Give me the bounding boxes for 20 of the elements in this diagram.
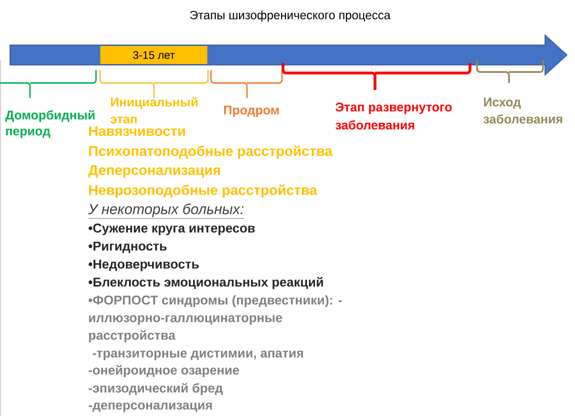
symptom-item: Навязчивости (89, 126, 185, 136)
bullet-item: •Блеклость эмоциональных реакций (88, 276, 323, 290)
list-item: -деперсонализация (88, 402, 212, 412)
symptom-item: Неврозоподобные расстройства (89, 184, 318, 198)
bullet-item: •Ригидность (88, 242, 167, 254)
bullet-item: •Сужение круга интересов (88, 224, 255, 236)
stage-label: Исход заболевания (484, 98, 562, 124)
stage-label: Продром (224, 106, 279, 117)
duration-box: 3-15 лет (100, 46, 208, 64)
bullet-item: •Недоверчивость (88, 260, 199, 272)
list-item: -онейроидное озарение (88, 364, 240, 378)
list-item: -транзиторные дистимии, апатия (92, 350, 303, 360)
symptom-item: Психопатоподобные расстройства (89, 145, 333, 159)
list-item: -эпизодический бред (88, 382, 223, 396)
symptom-item: Деперсонализация (88, 165, 220, 178)
stage-label: Инициальный этап (110, 97, 198, 124)
list-item: •ФОРПОСТ синдромы (предвестники): - иллюзорно-галлюцинаторные расстройства (88, 295, 342, 342)
subheading: У некоторых больных: (88, 203, 244, 219)
stage-label: Этап развернутого заболевания (336, 102, 452, 130)
title: Этапы шизофренического процесса (190, 10, 391, 22)
